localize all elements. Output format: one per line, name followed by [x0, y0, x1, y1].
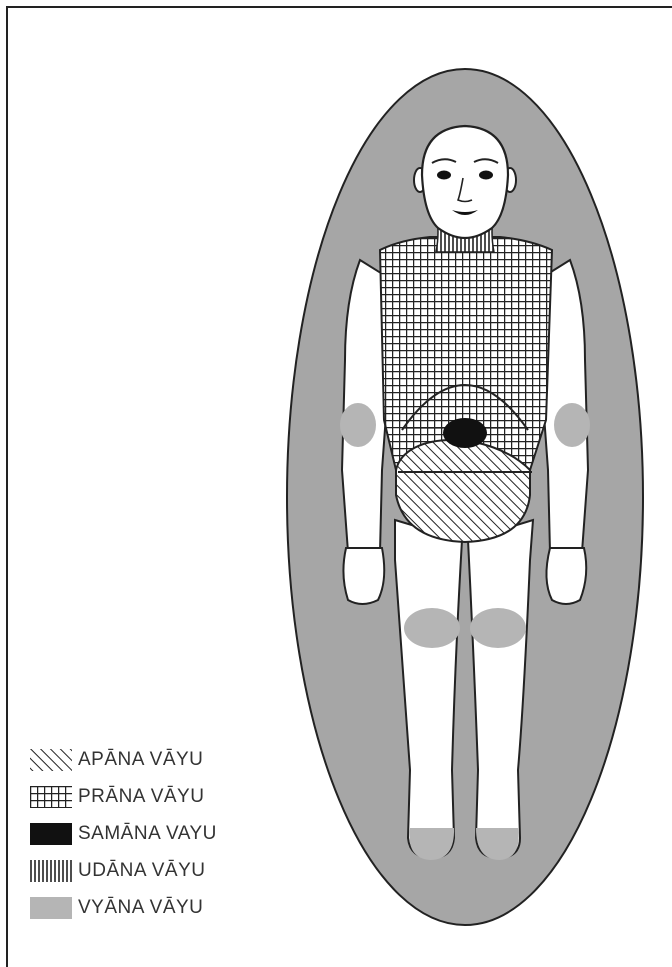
- legend-label-prana: PRĀNA VĀYU: [78, 786, 204, 808]
- legend-item-apana: APĀNA VĀYU: [30, 741, 217, 778]
- udana-swatch: [30, 860, 72, 882]
- vyana-swatch: [30, 897, 72, 919]
- legend-item-udana: UDĀNA VĀYU: [30, 852, 217, 889]
- apana-region: [396, 440, 530, 542]
- legend-item-prana: PRĀNA VĀYU: [30, 778, 217, 815]
- legend: APĀNA VĀYU PRĀNA VĀYU SAMĀNA VAYU UDĀNA …: [30, 741, 217, 926]
- samana-region: [443, 418, 487, 448]
- apana-swatch: [30, 749, 72, 771]
- legend-item-samana: SAMĀNA VAYU: [30, 815, 217, 852]
- legend-label-apana: APĀNA VĀYU: [78, 749, 203, 771]
- vyana-right-elbow: [554, 403, 590, 447]
- samana-swatch: [30, 823, 72, 845]
- legend-label-udana: UDĀNA VĀYU: [78, 860, 205, 882]
- left-hand: [343, 548, 384, 604]
- vyana-left-elbow: [340, 403, 376, 447]
- prana-swatch: [30, 786, 72, 808]
- right-hand: [546, 548, 586, 604]
- vyana-right-knee: [470, 608, 526, 648]
- legend-label-samana: SAMĀNA VAYU: [78, 823, 217, 845]
- legend-label-vyana: VYĀNA VĀYU: [78, 897, 203, 919]
- vyana-left-knee: [404, 608, 460, 648]
- legend-item-vyana: VYĀNA VĀYU: [30, 889, 217, 926]
